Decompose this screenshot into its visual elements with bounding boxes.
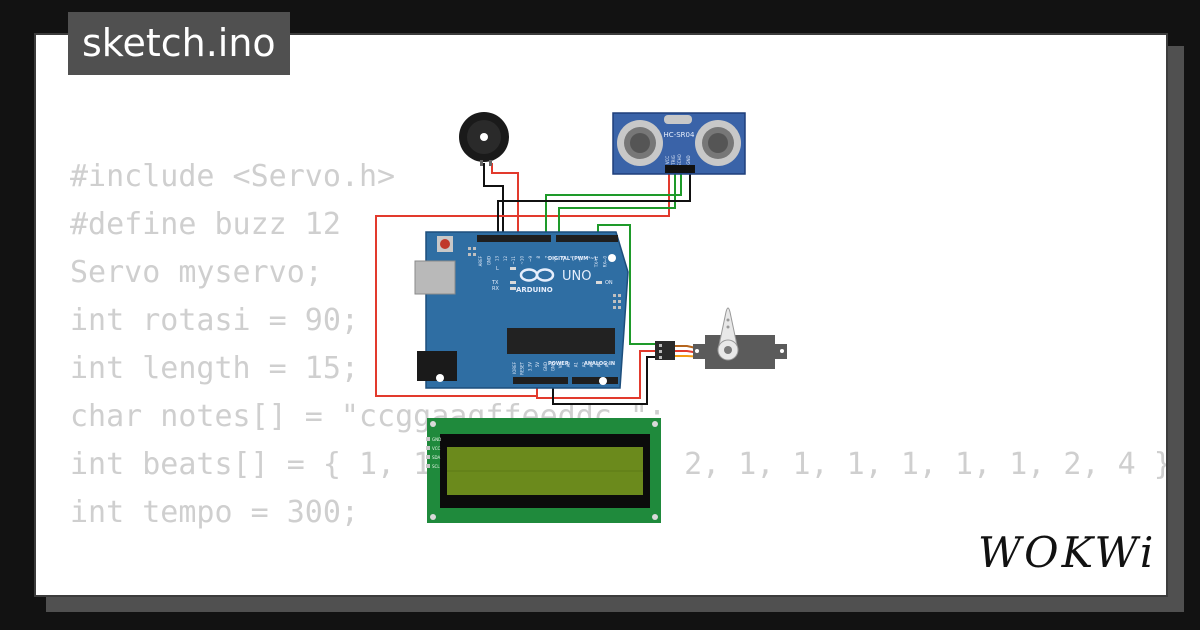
- arduino-uno: L TX RX ON UNO ARDUINO DIGITAL (PWM ~) P…: [414, 231, 629, 389]
- pin-label: A3: [589, 362, 594, 368]
- pin-label: A4: [597, 362, 602, 368]
- lcd-display: GND VCC SDA SCL: [426, 418, 661, 523]
- arduino-infinity-icon: [519, 268, 555, 282]
- board-brand-label: ARDUINO: [516, 286, 553, 294]
- wire-sensor-trig: [558, 170, 676, 240]
- code-line: int rotasi = 90;: [70, 303, 359, 338]
- pin-label: GND: [543, 362, 548, 371]
- pin-label: ~9: [528, 256, 533, 262]
- file-name-tab[interactable]: sketch.ino: [68, 12, 290, 75]
- buzzer: [459, 112, 509, 166]
- wire-servo-gnd: [552, 356, 657, 405]
- led-label-l: L: [496, 266, 499, 272]
- pin-label: A1: [574, 362, 579, 368]
- lcd-pin-label: SDA: [432, 455, 441, 460]
- board-model-label: UNO: [562, 269, 591, 284]
- wires: [375, 163, 691, 405]
- pin-label: ~11: [511, 256, 516, 265]
- pin-label: A0: [566, 362, 571, 368]
- pin-label: RX←0: [603, 256, 608, 268]
- pin-label: ~6: [553, 256, 558, 262]
- wire-buzzer-gnd: [483, 163, 504, 240]
- wire-servo-vcc: [536, 350, 657, 399]
- pin-label: A5: [604, 362, 609, 368]
- pin-label: 3.3V: [527, 362, 532, 371]
- led-label-tx: TX: [491, 280, 499, 286]
- wire-servo-signal: [597, 224, 657, 345]
- pin-label: RESET: [520, 361, 525, 374]
- sensor-pin-label: VCC: [665, 156, 670, 165]
- digital-header-label: DIGITAL (PWM ~): [548, 256, 596, 262]
- code-line: int length = 15;: [70, 351, 359, 386]
- code-line: #include <Servo.h>: [70, 159, 396, 194]
- sensor-pin-label: GND: [686, 155, 691, 164]
- pin-label: AREF: [478, 255, 483, 266]
- led-label-on: ON: [605, 280, 613, 286]
- pin-label: ~3: [578, 256, 583, 262]
- code-line: int tempo = 300;: [70, 495, 359, 530]
- pin-label: 7: [544, 256, 549, 259]
- wire-sensor-gnd: [497, 170, 691, 240]
- pin-label: TX→1: [594, 256, 599, 269]
- pin-label: ~5: [561, 256, 566, 262]
- pin-label: ~10: [520, 256, 525, 265]
- wire-buzzer-signal: [491, 163, 519, 240]
- pin-label: 4: [569, 256, 574, 259]
- code-line: #define buzz 12: [70, 207, 341, 242]
- led-label-rx: RX: [492, 286, 499, 292]
- lcd-pin-label: GND: [432, 437, 441, 442]
- pin-label: IOREF: [512, 361, 517, 374]
- wokwi-logo: WOKWi: [978, 528, 1157, 577]
- power-header-label: POWER: [548, 361, 569, 367]
- sensor-pin-label: ECHO: [677, 154, 682, 165]
- pin-label: 5V: [535, 362, 540, 368]
- pin-label: Vin: [558, 362, 563, 369]
- sensor-label: HC-SR04: [664, 131, 695, 139]
- code-line: Servo myservo;: [70, 255, 323, 290]
- sensor-pin-label: TRIG: [671, 155, 676, 166]
- lcd-pin-label: VCC: [432, 446, 441, 451]
- lcd-pin-label: SCL: [432, 464, 440, 469]
- pin-label: 12: [503, 256, 508, 262]
- servo-motor: [655, 307, 787, 369]
- analog-header-label: ANALOG IN: [584, 361, 615, 367]
- pin-label: 2: [586, 256, 591, 259]
- pin-label: A2: [581, 362, 586, 368]
- pin-label: GND: [551, 362, 556, 371]
- pin-label: 13: [495, 256, 500, 262]
- ultrasonic-sensor: HC-SR04 VCC TRIG ECHO GND: [612, 112, 746, 175]
- wire-sensor-echo: [545, 170, 682, 240]
- pin-label: GND: [486, 256, 491, 265]
- pin-label: 8: [536, 256, 541, 259]
